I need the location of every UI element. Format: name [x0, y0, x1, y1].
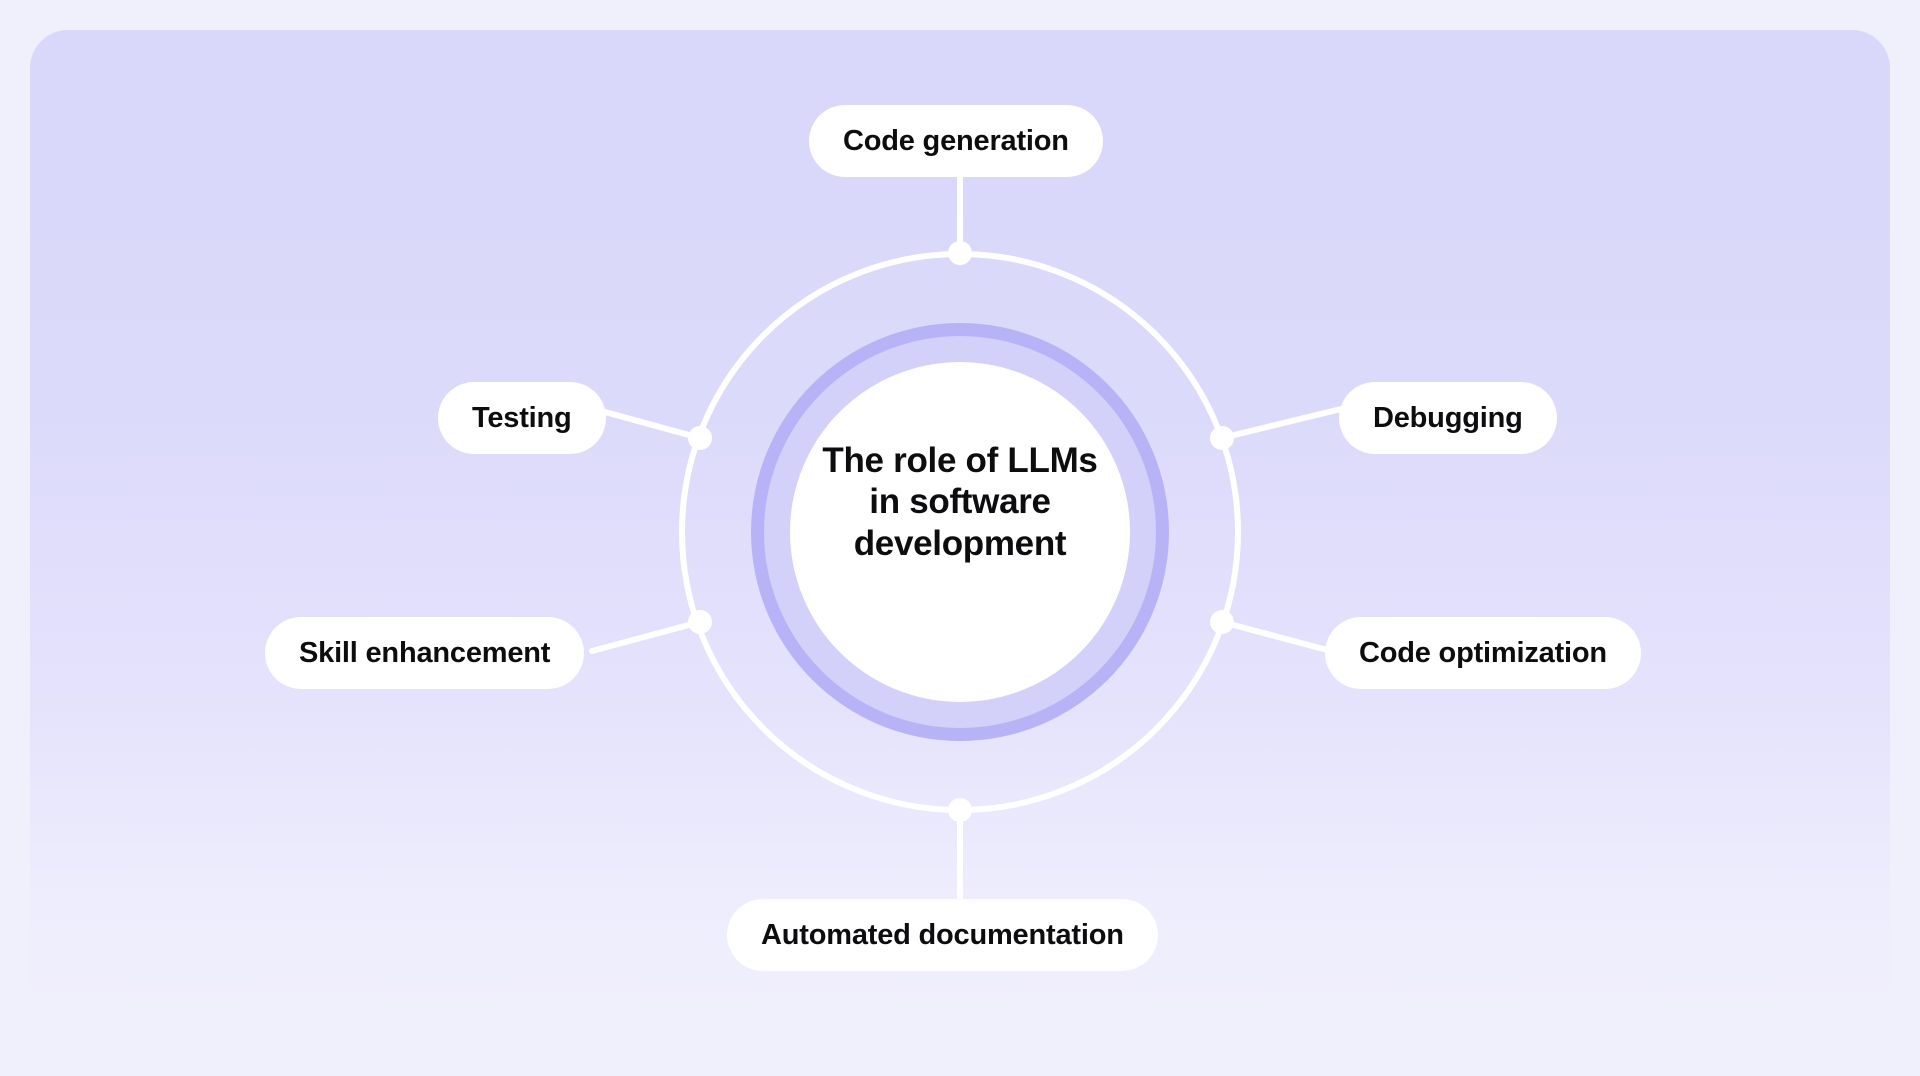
branch-pill-skill-enhancement[interactable]: Skill enhancement: [265, 617, 585, 689]
center-disc: [790, 362, 1130, 702]
branch-pill-automated-documentation[interactable]: Automated documentation: [727, 899, 1158, 971]
node-dot-code-generation[interactable]: [948, 241, 972, 265]
node-dot-debugging[interactable]: [1210, 426, 1234, 450]
connector-code-optimization: [1219, 619, 1334, 654]
branch-label-skill-enhancement: Skill enhancement: [299, 636, 551, 669]
branch-pill-debugging[interactable]: Debugging: [1339, 382, 1557, 454]
connector-testing: [591, 406, 703, 441]
orbit-nodes: [688, 241, 1234, 822]
connector-debugging: [1219, 406, 1344, 441]
node-dot-automated-documentation[interactable]: [948, 798, 972, 822]
node-dot-code-optimization[interactable]: [1210, 610, 1234, 634]
connector-skill-enhancement: [589, 619, 703, 654]
connector-lines: [589, 174, 1344, 903]
branch-label-code-optimization: Code optimization: [1359, 636, 1607, 669]
branch-label-code-generation: Code generation: [843, 124, 1069, 157]
branch-pill-code-generation[interactable]: Code generation: [809, 105, 1103, 177]
branch-label-testing: Testing: [472, 401, 572, 434]
node-dot-skill-enhancement[interactable]: [688, 610, 712, 634]
branch-pill-code-optimization[interactable]: Code optimization: [1325, 617, 1641, 689]
node-dot-testing[interactable]: [688, 426, 712, 450]
branch-label-debugging: Debugging: [1373, 401, 1523, 434]
branch-pill-testing[interactable]: Testing: [438, 382, 606, 454]
branch-label-automated-documentation: Automated documentation: [761, 918, 1124, 951]
